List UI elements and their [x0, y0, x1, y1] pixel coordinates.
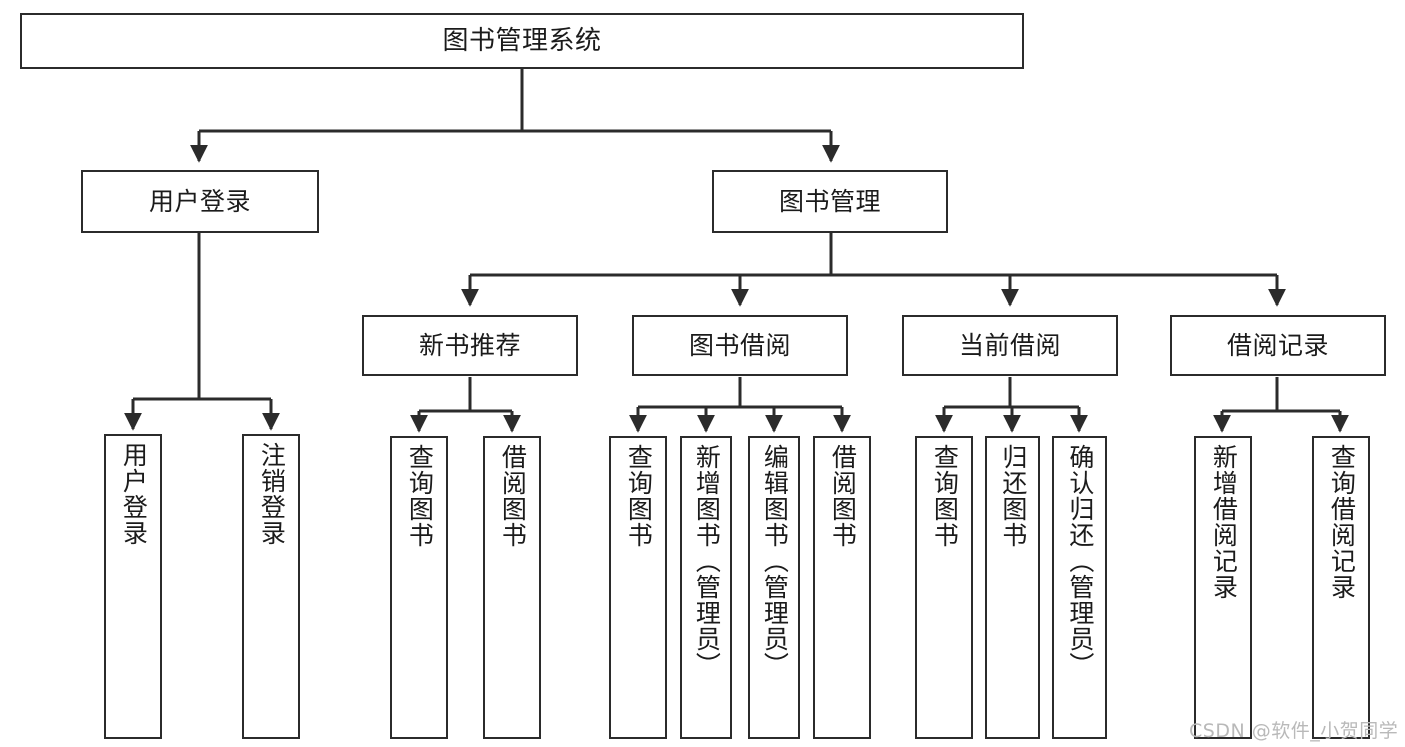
leaf-user-login-login[interactable]: 用户登录	[104, 434, 162, 739]
node-label: 查询图书	[405, 444, 435, 548]
node-label: 借阅图书	[828, 444, 858, 548]
leaf-current-borrow-query-book[interactable]: 查询图书	[915, 436, 973, 739]
node-label: 查询图书	[624, 444, 654, 548]
leaf-book-borrow-query-book[interactable]: 查询图书	[609, 436, 667, 739]
leaf-book-borrow-borrow-book[interactable]: 借阅图书	[813, 436, 871, 739]
node-new-book-recommend[interactable]: 新书推荐	[362, 315, 578, 376]
node-root-book-management-system[interactable]: 图书管理系统	[20, 13, 1024, 69]
node-label: 用户登录	[148, 186, 251, 216]
node-label: 图书管理系统	[442, 25, 602, 56]
node-label: 图书借阅	[688, 330, 791, 360]
node-label: 借阅图书	[498, 444, 528, 548]
leaf-new-book-borrow-book[interactable]: 借阅图书	[483, 436, 541, 739]
leaf-user-login-logout[interactable]: 注销登录	[242, 434, 300, 739]
leaf-borrow-record-query-record[interactable]: 查询借阅记录	[1312, 436, 1370, 739]
node-label: 图书管理	[778, 186, 881, 216]
node-label: 注销登录	[257, 442, 287, 546]
node-label: 新增图书（管理员）	[692, 444, 722, 678]
leaf-new-book-query-book[interactable]: 查询图书	[390, 436, 448, 739]
node-label: 借阅记录	[1226, 330, 1329, 360]
leaf-borrow-record-add-record[interactable]: 新增借阅记录	[1194, 436, 1252, 739]
node-label: 编辑图书（管理员）	[760, 444, 790, 678]
node-book-borrow[interactable]: 图书借阅	[632, 315, 848, 376]
node-label: 当前借阅	[958, 330, 1061, 360]
node-user-login[interactable]: 用户登录	[81, 170, 319, 233]
node-label: 确认归还（管理员）	[1065, 444, 1095, 678]
node-label: 归还图书	[998, 444, 1028, 548]
node-book-management[interactable]: 图书管理	[712, 170, 948, 233]
node-label: 新书推荐	[418, 330, 521, 360]
node-label: 查询图书	[930, 444, 960, 548]
node-label: 用户登录	[119, 442, 149, 546]
node-current-borrow[interactable]: 当前借阅	[902, 315, 1118, 376]
leaf-book-borrow-edit-book-admin[interactable]: 编辑图书（管理员）	[748, 436, 800, 739]
node-label: 查询借阅记录	[1327, 444, 1357, 600]
leaf-current-borrow-return-book[interactable]: 归还图书	[985, 436, 1040, 739]
node-borrow-record[interactable]: 借阅记录	[1170, 315, 1386, 376]
leaf-book-borrow-add-book-admin[interactable]: 新增图书（管理员）	[680, 436, 732, 739]
node-label: 新增借阅记录	[1209, 444, 1239, 600]
leaf-current-borrow-confirm-return-admin[interactable]: 确认归还（管理员）	[1052, 436, 1107, 739]
